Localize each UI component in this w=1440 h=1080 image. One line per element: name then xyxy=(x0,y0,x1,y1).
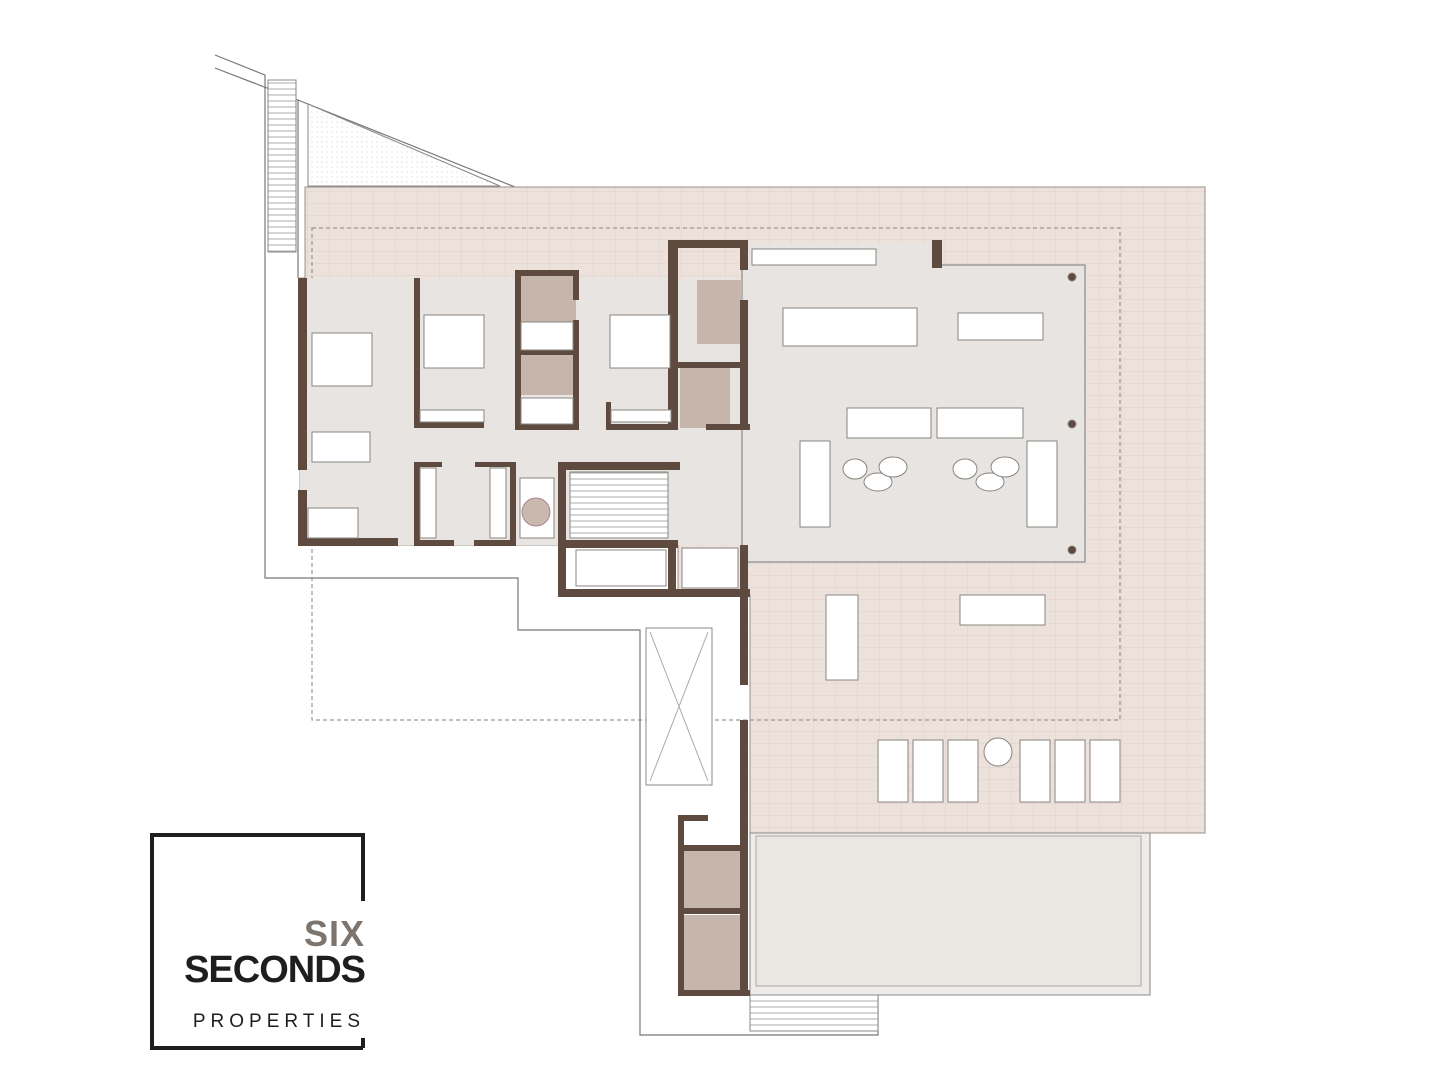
logo-frame-edge xyxy=(361,1038,365,1048)
logo-six: SIX xyxy=(303,913,365,954)
sofa xyxy=(936,407,1024,439)
kitchen-island xyxy=(782,307,918,347)
six-seconds-logo: SIX SECONDS PROPERTIES xyxy=(150,833,366,1050)
side-stairs xyxy=(267,79,297,253)
kitchen-counter xyxy=(751,248,877,266)
sofa xyxy=(799,440,831,528)
furniture xyxy=(307,248,1121,803)
stairs xyxy=(569,471,669,539)
sofa xyxy=(1026,440,1058,528)
outdoor-table xyxy=(825,594,859,681)
logo-seconds: SECONDS xyxy=(184,949,366,991)
bathtub xyxy=(311,431,371,463)
logo-properties: PROPERTIES xyxy=(192,1011,365,1032)
bed-master xyxy=(311,332,373,387)
wardrobe xyxy=(419,409,485,423)
skylight-cross xyxy=(649,631,709,782)
sofa xyxy=(846,407,932,439)
bathrooms xyxy=(518,274,742,993)
bed-3 xyxy=(609,314,671,369)
outdoor-sofa xyxy=(959,594,1046,626)
logo-frame-edge xyxy=(361,833,365,901)
site-outline xyxy=(214,54,879,1036)
bed-2 xyxy=(423,314,485,369)
lower-stairs xyxy=(749,994,879,1032)
planter xyxy=(307,103,501,187)
logo-frame xyxy=(150,833,363,1050)
walls xyxy=(298,240,942,996)
pool xyxy=(755,835,1142,987)
dining-table xyxy=(957,312,1044,341)
wardrobe xyxy=(610,409,672,423)
